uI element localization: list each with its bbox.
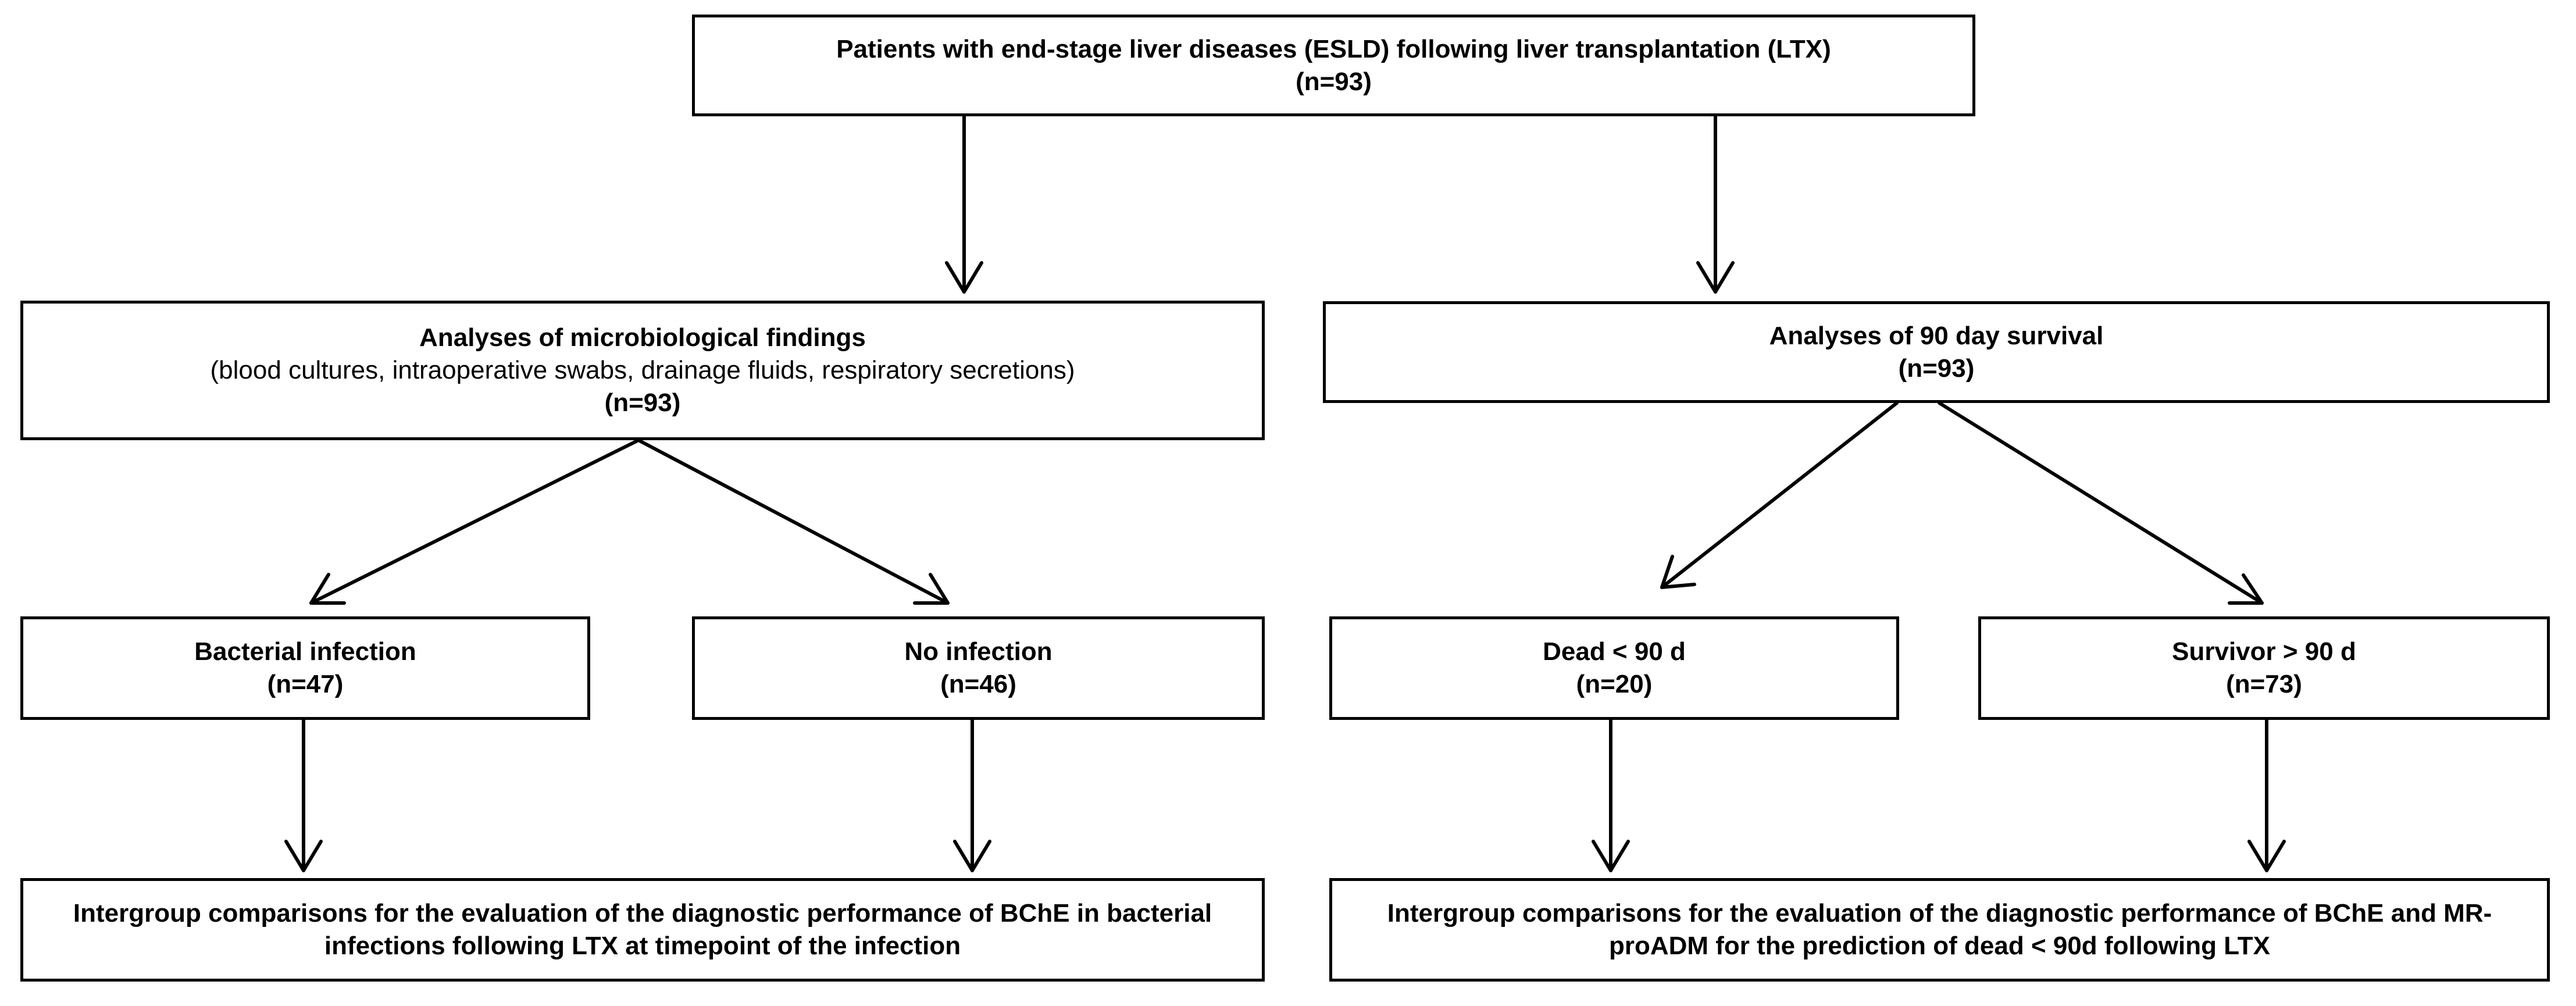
arrow-micro-to-no-infection [637, 438, 950, 605]
infection-comparison-line1: Intergroup comparisons for the evaluatio… [73, 899, 1212, 927]
root-count: (n=93) [1296, 67, 1372, 96]
bacterial-infection-box: Bacterial infection (n=47) [20, 616, 590, 720]
survivor-box: Survivor > 90 d (n=73) [1978, 616, 2550, 720]
arrow-root-to-survival [1696, 113, 1735, 294]
survival-comparison-box: Intergroup comparisons for the evaluatio… [1329, 878, 2550, 982]
root-box: Patients with end-stage liver diseases (… [692, 15, 1975, 116]
root-title: Patients with end-stage liver diseases (… [836, 34, 1831, 63]
no-infection-box: No infection (n=46) [692, 616, 1265, 720]
infection-comparison-box: Intergroup comparisons for the evaluatio… [20, 878, 1265, 982]
micro-subtitle: (blood cultures, intraoperative swabs, d… [210, 356, 1075, 384]
survivor-title: Survivor > 90 d [2172, 637, 2356, 666]
infection-title: Bacterial infection [194, 637, 416, 666]
infection-count: (n=47) [267, 670, 344, 698]
survival-title: Analyses of 90 day survival [1769, 321, 2104, 350]
arrow-survival-to-survivor [1938, 401, 2264, 605]
arrow-micro-to-infection [309, 438, 640, 605]
survival-comparison-line1: Intergroup comparisons for the evaluatio… [1387, 899, 2492, 927]
survival-analysis-box: Analyses of 90 day survival (n=93) [1323, 301, 2550, 403]
infection-comparison-line2: infections following LTX at timepoint of… [324, 932, 961, 960]
survival-comparison-line2: proADM for the prediction of dead < 90d … [1608, 932, 2271, 960]
micro-analysis-box: Analyses of microbiological findings (bl… [20, 301, 1265, 440]
micro-title: Analyses of microbiological findings [419, 323, 866, 352]
arrow-survivor-to-comparison [2247, 718, 2286, 872]
survival-count: (n=93) [1898, 354, 1975, 383]
micro-count: (n=93) [604, 388, 681, 417]
arrow-root-to-micro [945, 113, 983, 294]
no-infection-count: (n=46) [940, 670, 1016, 698]
arrow-infection-to-comparison [284, 718, 323, 872]
dead-box: Dead < 90 d (n=20) [1329, 616, 1899, 720]
dead-title: Dead < 90 d [1543, 637, 1686, 666]
dead-count: (n=20) [1576, 670, 1653, 698]
no-infection-title: No infection [904, 637, 1052, 666]
arrow-dead-to-comparison [1592, 718, 1630, 872]
arrow-survival-to-dead [1660, 401, 1899, 589]
arrow-no-infection-to-comparison [953, 718, 991, 872]
survivor-count: (n=73) [2226, 670, 2302, 698]
